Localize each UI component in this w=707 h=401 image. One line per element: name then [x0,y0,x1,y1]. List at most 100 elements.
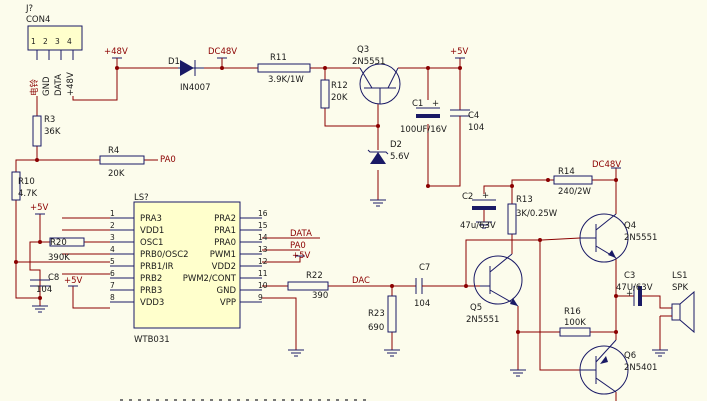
r4-value: 20K [108,169,125,179]
resistor-r20: R20 390K [48,237,85,263]
c3-ref: C3 [624,271,635,281]
net-dac-label: DAC [352,276,370,286]
net-labels: +48V DC48V +5V PA0 +5V +5V DATA PA0 +5V … [30,47,622,287]
connector-pin-4: 4 [67,37,72,46]
connector-signal-data: DATA [54,74,64,96]
net-pa0-label-chip: PA0 [290,241,306,251]
chip-pin-num-11: 11 [258,269,268,278]
net-p5v-label-top: +5V [450,47,469,57]
transistor-q5: Q5 2N5551 [466,253,523,325]
r11-ref: R11 [270,53,287,63]
capacitor-c8: C8 104 [30,273,59,295]
c2-ref: C2 [462,192,473,202]
resistor-r12: R12 20K [320,79,348,109]
r23-ref: R23 [368,309,385,319]
q5-ref: Q5 [470,303,482,313]
q6-ref: Q6 [624,351,636,361]
chip-pin-num-16: 16 [258,209,268,218]
chip-pin-name-5: PRB1/IR [140,262,174,272]
c4-value: 104 [468,123,484,133]
chip-pin-name-12: VDD2 [212,262,236,272]
connector-j: J? CON4 1 2 3 4 电铃 GND DATA +48V [25,4,83,96]
c7-ref: C7 [419,263,430,273]
r22-value: 390 [312,291,328,301]
transistor-q4: Q4 2N5551 [541,213,657,263]
r4-ref: R4 [108,146,119,156]
svg-text:+: + [482,191,489,201]
chip-pin-name-15: PRA1 [214,226,236,236]
chip-pin-name-4: PRB0/OSC2 [140,250,189,260]
r20-value: 390K [48,253,70,263]
chip-pin-name-1: PRA3 [140,214,162,224]
connector-pin-3: 3 [55,37,60,46]
r23-value: 690 [368,323,384,333]
net-p5v-label-left: +5V [30,203,49,213]
resistor-r3: R3 36K [32,115,61,147]
ls1-ref: LS1 [672,271,688,281]
c7-value: 104 [414,299,430,309]
r3-value: 36K [44,127,61,137]
connector-signal-48v: +48V [66,72,76,96]
chip-pin-num-5: 5 [110,257,115,266]
chip-pin-name-2: VDD1 [140,226,164,236]
capacitor-c1: + C1 100UF/16V [400,99,447,135]
resistor-r13: R13 3K/0.25W [507,195,558,235]
capacitor-c2: + C2 47u/63V [460,191,496,231]
resistor-r23: R23 690 [368,295,397,333]
chip-pin-num-1: 1 [110,209,115,218]
c2-value: 47u/63V [460,221,496,231]
r14-value: 240/2W [558,187,591,197]
resistor-r11: R11 3.9K/1W [257,53,311,85]
junctions [14,66,618,334]
speaker-ls1: LS1 SPK [660,271,695,334]
resistor-r4: R4 20K [99,146,145,179]
chip-pin-num-8: 8 [110,293,115,302]
q3-ref: Q3 [357,45,369,55]
c8-value: 104 [36,285,52,295]
transistor-q3: Q3 2N5551 [352,45,401,105]
chip-pin-num-12: 12 [258,257,268,266]
r11-value: 3.9K/1W [268,75,304,85]
capacitor-c3: + C3 47U/63V [616,271,653,306]
chip-pin-name-13: PWM1 [210,250,236,260]
r12-ref: R12 [331,81,348,91]
net-dc48v-label-right: DC48V [592,160,621,170]
chip-pin-num-4: 4 [110,245,115,254]
connector-body [27,25,83,51]
q3-value: 2N5551 [352,57,385,67]
connector-pin-2: 2 [43,37,48,46]
r22-ref: R22 [306,271,323,281]
c8-ref: C8 [48,273,59,283]
connector-signal-gnd: GND [42,76,52,96]
resistor-r14: R14 240/2W [553,167,593,197]
ls1-value: SPK [672,283,689,293]
r13-value: 3K/0.25W [516,209,558,219]
net-pa0-label-r4: PA0 [160,155,176,165]
r12-value: 20K [331,93,348,103]
r16-ref: R16 [564,307,581,317]
q4-ref: Q4 [624,221,636,231]
r16-value: 100K [564,318,586,328]
d2-ref: D2 [390,140,402,150]
chip-pin-num-9: 9 [258,293,263,302]
chip-pin-num-7: 7 [110,281,115,290]
transistor-q6: Q6 2N5401 [579,339,657,395]
svg-text:+: + [432,99,439,109]
d2-value: 5.6V [390,152,410,162]
connector-signal-bell: 电铃 [29,78,40,96]
chip-pin-name-16: PRA2 [214,214,236,224]
chip-pin-num-3: 3 [110,233,115,242]
connector-name: CON4 [26,15,50,25]
c1-ref: C1 [412,99,423,109]
ic-wtb031: LS? WTB031 1PRA32VDD13OSC14PRB0/OSC25PRB… [110,193,268,345]
connector-pin-1: 1 [31,37,36,46]
q5-value: 2N5551 [466,315,499,325]
c1-value: 100UF/16V [400,125,447,135]
r10-ref: R10 [18,177,35,187]
chip-pin-num-6: 6 [110,269,115,278]
r3-ref: R3 [44,115,55,125]
c4-ref: C4 [468,111,479,121]
chip-pin-num-10: 10 [258,281,268,290]
r10-value: 4.7K [18,189,38,199]
